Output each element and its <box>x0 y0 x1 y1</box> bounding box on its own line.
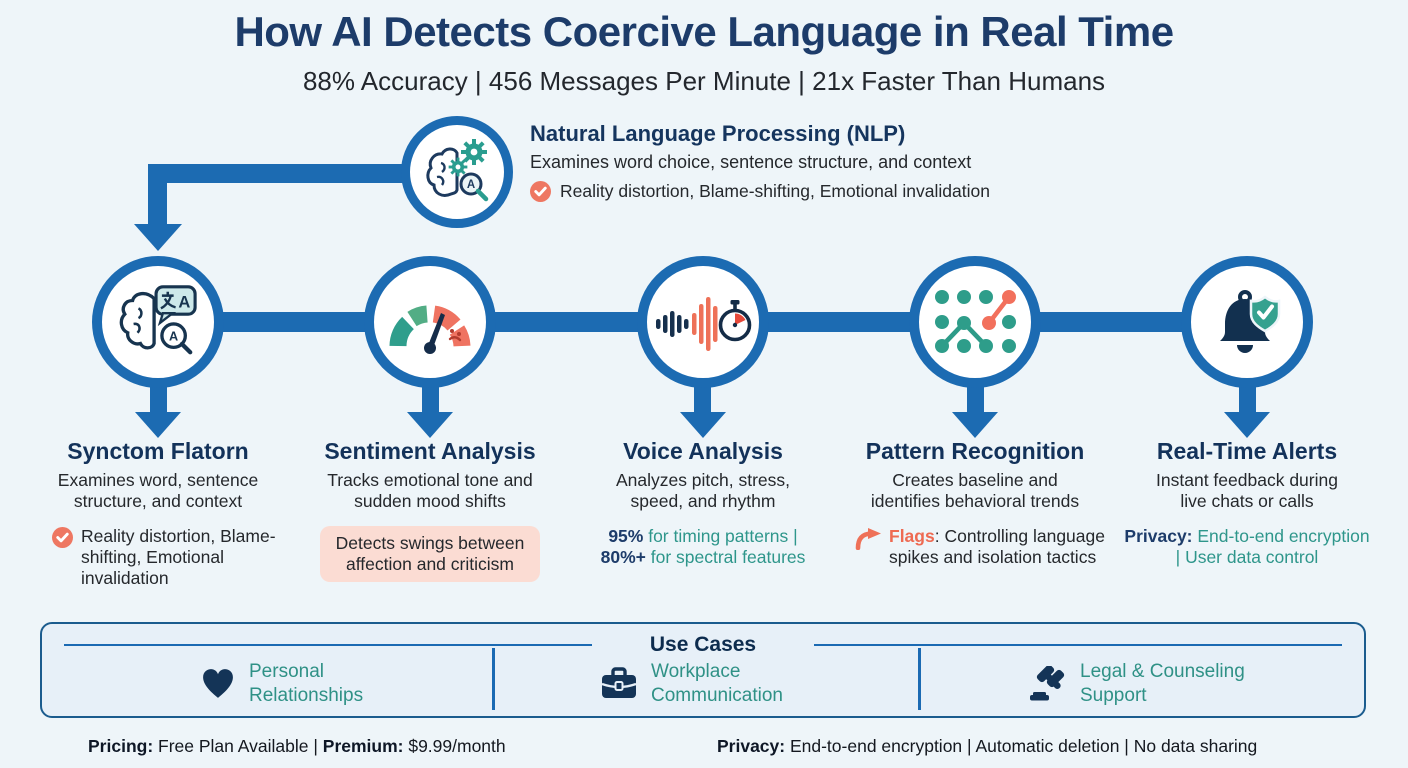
feature-node-2 <box>364 256 496 388</box>
svg-text:A: A <box>169 330 178 344</box>
feature-column-3: Voice Analysis Analyzes pitch, stress, s… <box>573 438 833 568</box>
pricing-line: Pricing: Free Plan Available | Premium: … <box>88 736 506 756</box>
connector-elbow-arrowhead <box>134 224 182 251</box>
check-circle-icon <box>530 181 551 202</box>
page-subtitle: 88% Accuracy | 456 Messages Per Minute |… <box>302 66 1106 96</box>
briefcase-icon <box>600 667 638 700</box>
shield-check-icon <box>1249 295 1281 333</box>
feature-title: Synctom Flatorn <box>67 438 249 464</box>
feature-title: Sentiment Analysis <box>324 438 536 464</box>
feature-node-4 <box>909 256 1041 388</box>
nlp-description: Examines word choice, sentence structure… <box>530 152 972 172</box>
feature-node-5 <box>1181 256 1313 388</box>
down-arrow-5 <box>1239 386 1256 414</box>
svg-text:A: A <box>178 292 190 311</box>
check-circle-icon <box>52 526 73 590</box>
magnifier-icon: A <box>459 172 489 202</box>
feature-description: Instant feedback during live chats or ca… <box>1156 470 1338 512</box>
feature-title: Real-Time Alerts <box>1156 438 1338 464</box>
speech-bubble-translate: A <box>154 285 197 327</box>
feature-detail: Reality distortion, Blame-shifting, Emot… <box>81 525 276 589</box>
bell-shield-icon <box>1207 282 1287 362</box>
feature-column-5: Real-Time Alerts Instant feedback during… <box>1117 438 1377 568</box>
feature-column-2: Sentiment Analysis Tracks emotional tone… <box>300 438 560 583</box>
feature-title: Pattern Recognition <box>865 438 1085 464</box>
gear-icon <box>461 139 487 165</box>
gavel-icon <box>1027 665 1067 702</box>
feature-stats: 95% for timing patterns | 80%+ for spect… <box>600 525 806 568</box>
pattern-dots-icon <box>931 285 1019 359</box>
use-cases-title: Use Cases <box>649 633 757 656</box>
magnifier-icon: A <box>160 322 193 355</box>
highlight-box: Detects swings between affection and cri… <box>320 525 540 583</box>
feature-description: Tracks emotional tone and sudden mood sh… <box>327 470 533 512</box>
feature-node-3 <box>637 256 769 388</box>
page-title: How AI Detects Coercive Language in Real… <box>234 8 1174 55</box>
vertical-divider <box>492 648 495 710</box>
vertical-divider <box>918 648 921 710</box>
feature-title: Voice Analysis <box>623 438 783 464</box>
svg-text:A: A <box>467 179 475 191</box>
nlp-text-block: Natural Language Processing (NLP) Examin… <box>530 121 1090 202</box>
brain-translate-magnifier-icon: A A <box>117 281 199 363</box>
down-arrow-2 <box>422 386 439 414</box>
divider-line <box>64 644 592 646</box>
connector-elbow-vertical <box>148 164 167 226</box>
feature-detail: Flags: Controlling language spikes and i… <box>889 525 1105 568</box>
feature-column-1: Synctom Flatorn Examines word, sentence … <box>28 438 288 590</box>
nlp-detects-text: Reality distortion, Blame-shifting, Emot… <box>560 181 990 201</box>
feature-detail: Privacy: End-to-end encryption | User da… <box>1124 525 1370 568</box>
feature-node-1: A A <box>92 256 224 388</box>
use-case-personal: Personal Relationships <box>200 660 377 708</box>
nlp-node: A <box>401 116 513 228</box>
feature-description: Creates baseline and identifies behavior… <box>870 470 1080 512</box>
use-case-label: Workplace Communication <box>651 661 783 706</box>
down-arrow-1 <box>150 386 167 414</box>
use-case-label: Personal Relationships <box>249 661 364 706</box>
flag-arrow-icon <box>855 527 881 569</box>
down-arrow-4 <box>967 386 984 414</box>
down-arrow-3 <box>694 386 711 414</box>
use-case-workplace: Workplace Communication <box>600 660 811 708</box>
use-case-legal: Legal & Counseling Support <box>1027 660 1270 708</box>
voice-waveform-stopwatch-icon <box>654 288 752 356</box>
stopwatch-icon <box>718 300 752 342</box>
feature-description: Analyzes pitch, stress, speed, and rhyth… <box>615 470 791 512</box>
feature-column-4: Pattern Recognition Creates baseline and… <box>845 438 1105 568</box>
gear-icon <box>448 157 468 177</box>
use-case-label: Legal & Counseling Support <box>1080 661 1245 706</box>
sentiment-gauge-icon <box>386 288 474 356</box>
use-cases-panel: Use Cases Personal Relationships Wo <box>40 622 1366 718</box>
nlp-title: Natural Language Processing (NLP) <box>530 121 906 146</box>
heart-icon <box>200 667 236 700</box>
brain-gears-magnifier-icon: A <box>421 136 493 208</box>
connector-elbow-horizontal <box>148 164 408 183</box>
feature-description: Examines word, sentence structure, and c… <box>57 470 259 512</box>
privacy-line: Privacy: End-to-end encryption | Automat… <box>717 736 1258 756</box>
sad-face <box>448 329 462 342</box>
divider-line <box>814 644 1342 646</box>
